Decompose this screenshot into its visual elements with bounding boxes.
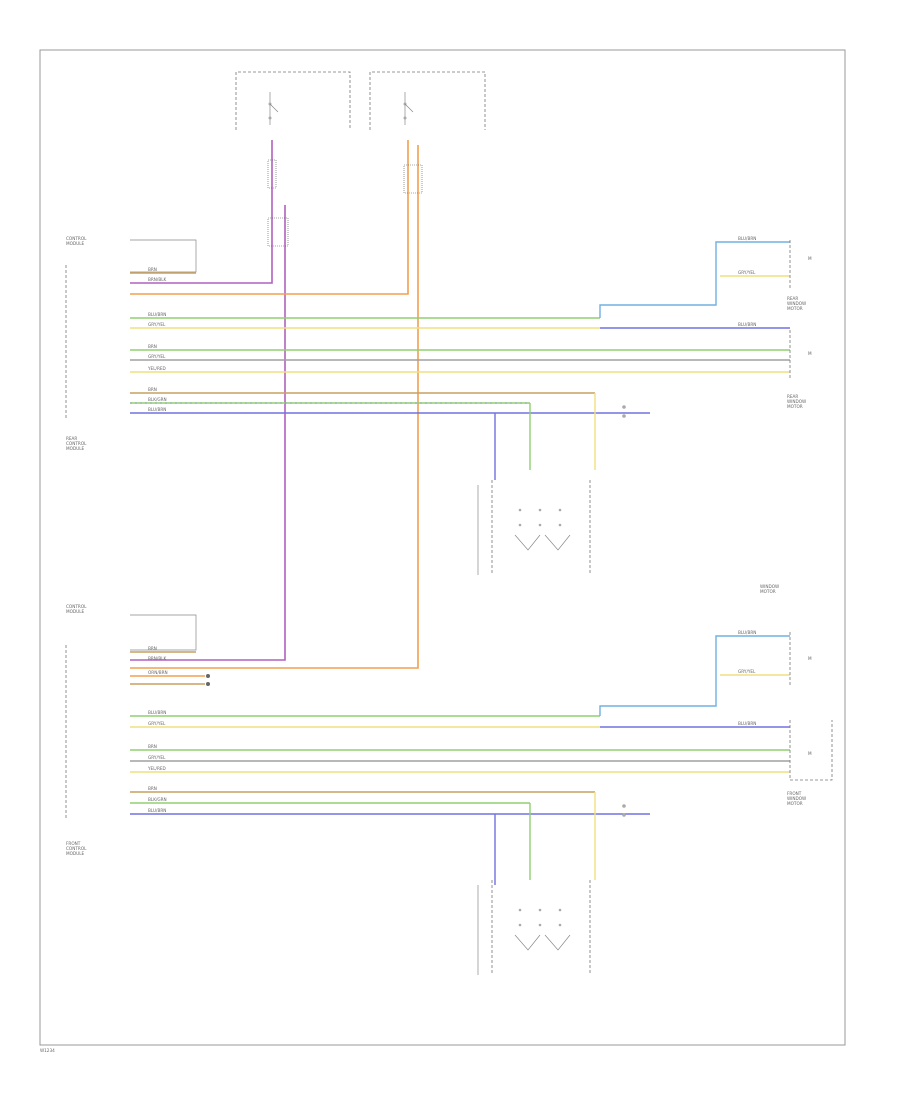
svg-text:BLU/BRN: BLU/BRN [148, 808, 166, 813]
svg-text:CONTROL: CONTROL [66, 604, 87, 609]
svg-text:GRY/YEL: GRY/YEL [148, 755, 166, 760]
svg-text:REAR: REAR [66, 436, 77, 441]
upper-wire-bundle [130, 241, 790, 480]
svg-text:YEL/RED: YEL/RED [147, 366, 166, 371]
svg-text:MOTOR: MOTOR [787, 404, 803, 409]
switch-lower [477, 880, 591, 975]
svg-text:CONTROL: CONTROL [66, 441, 87, 446]
svg-text:YEL/RED: YEL/RED [147, 766, 166, 771]
svg-text:REAR: REAR [787, 296, 798, 301]
component-upper-right: M M REAR WINDOW MOTOR REAR WINDOW MOTOR [787, 240, 812, 409]
svg-text:ORN/BRN: ORN/BRN [148, 670, 168, 675]
svg-text:MODULE: MODULE [66, 446, 85, 451]
module-lower: CONTROL MODULE FRONT CONTROL MODULE [65, 604, 197, 856]
svg-text:MODULE: MODULE [66, 609, 85, 614]
svg-text:CONTROL: CONTROL [66, 236, 87, 241]
svg-text:BRN: BRN [148, 744, 157, 749]
svg-text:GRY/YEL: GRY/YEL [148, 354, 166, 359]
svg-text:BRN/BLK: BRN/BLK [148, 656, 167, 661]
svg-text:BLU/BRN: BLU/BRN [738, 322, 756, 327]
svg-text:M: M [808, 256, 812, 261]
svg-text:BLU/BRN: BLU/BRN [738, 721, 756, 726]
svg-text:BLU/BRN: BLU/BRN [148, 312, 166, 317]
svg-text:BRN: BRN [148, 344, 157, 349]
switch-upper [477, 480, 591, 575]
svg-text:BLK/GRN: BLK/GRN [148, 797, 167, 802]
svg-text:BLK/GRN: BLK/GRN [148, 397, 167, 402]
svg-text:BLU/BRN: BLU/BRN [738, 630, 756, 635]
diagram-border [39, 49, 846, 1046]
fuse-box-left [235, 71, 351, 130]
svg-text:REAR: REAR [787, 394, 798, 399]
feed-wire-violet [130, 140, 289, 661]
svg-text:WINDOW: WINDOW [760, 584, 779, 589]
component-lower-right: M M WINDOW MOTOR FRONT WINDOW MOTOR [760, 584, 833, 806]
svg-text:FRONT: FRONT [787, 791, 802, 796]
svg-text:GRY/YEL: GRY/YEL [738, 270, 756, 275]
svg-text:BLU/BRN: BLU/BRN [148, 407, 166, 412]
svg-text:BRN: BRN [148, 646, 157, 651]
module-upper: CONTROL MODULE REAR CONTROL MODULE [65, 236, 197, 451]
svg-text:BLU/BRN: BLU/BRN [148, 710, 166, 715]
svg-text:M: M [808, 656, 812, 661]
svg-text:MOTOR: MOTOR [787, 801, 803, 806]
svg-text:MODULE: MODULE [66, 851, 85, 856]
svg-text:GRY/YEL: GRY/YEL [148, 322, 166, 327]
svg-text:GRY/YEL: GRY/YEL [738, 669, 756, 674]
lower-wire-bundle [130, 635, 790, 885]
svg-text:BRN/BLK: BRN/BLK [148, 277, 167, 282]
svg-text:BRN: BRN [148, 387, 157, 392]
svg-text:M: M [808, 351, 812, 356]
svg-text:GRY/YEL: GRY/YEL [148, 721, 166, 726]
svg-text:M: M [808, 751, 812, 756]
svg-text:BLU/BRN: BLU/BRN [738, 236, 756, 241]
svg-text:MOTOR: MOTOR [760, 589, 776, 594]
svg-text:WINDOW: WINDOW [787, 399, 806, 404]
svg-text:WINDOW: WINDOW [787, 301, 806, 306]
fuse-box-right [369, 71, 486, 130]
svg-text:CONTROL: CONTROL [66, 846, 87, 851]
wire-labels: BRN BRN/BLK BLU/BRN GRY/YEL BRN GRY/YEL … [147, 236, 756, 813]
feed-wire-orange [130, 140, 423, 669]
svg-text:FRONT: FRONT [66, 841, 81, 846]
svg-text:BRN: BRN [148, 267, 157, 272]
svg-text:MODULE: MODULE [66, 241, 85, 246]
svg-text:BRN: BRN [148, 786, 157, 791]
svg-text:MOTOR: MOTOR [787, 306, 803, 311]
svg-text:WINDOW: WINDOW [787, 796, 806, 801]
footer-code: W1234 [40, 1048, 55, 1053]
